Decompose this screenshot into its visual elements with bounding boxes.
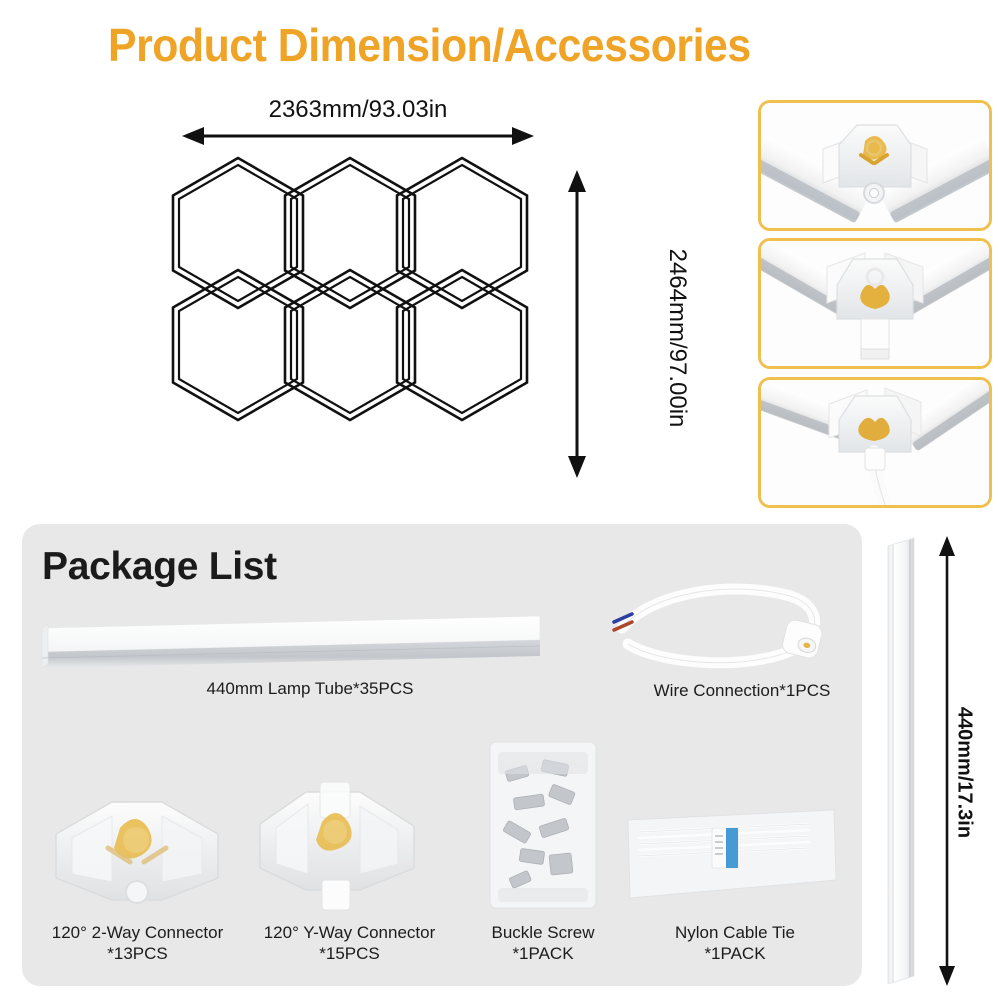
width-dimension-label: 2363mm/93.03in (268, 96, 448, 123)
hex-top-2 (283, 156, 417, 310)
hexagon-layout-diagram (165, 150, 535, 500)
nylon-cable-tie-image (627, 809, 837, 899)
wire-connection-caption: Wire Connection*1PCS (653, 681, 831, 700)
lamp-tube-caption: 440mm Lamp Tube*35PCS (206, 679, 414, 698)
hex-bottom-3 (395, 268, 529, 422)
connector-yway-wire-photo (758, 377, 992, 508)
package-list-panel (22, 524, 862, 986)
connector-yway-caption: 120° Y-Way Connector *15PCS (263, 923, 436, 964)
page-title: Product Dimension/Accessories (108, 19, 751, 71)
buckle-screw-caption: Buckle Screw *1PACK (491, 923, 595, 964)
connector-yway-photo (758, 238, 992, 369)
hex-top-1 (171, 156, 305, 310)
connector-2way-photo (758, 100, 992, 231)
hex-top-3 (395, 156, 529, 310)
buckle-screw-image (489, 741, 597, 909)
connector-yway-image (259, 781, 415, 911)
height-dimension-label: 2464mm/97.00in (664, 248, 691, 428)
hex-bottom-2 (283, 268, 417, 422)
height-dimension-arrow (568, 170, 586, 478)
vertical-lamp-tube-image (887, 537, 915, 985)
tube-length-arrow (939, 536, 955, 986)
nylon-cable-tie-caption: Nylon Cable Tie *1PACK (674, 923, 795, 964)
connector-2way-image (55, 801, 219, 904)
package-list-title: Package List (42, 545, 277, 588)
lamp-tube-image (41, 615, 541, 669)
wire-connection-image (612, 583, 823, 669)
connector-2way-caption: 120° 2-Way Connector *13PCS (51, 923, 224, 964)
hex-bottom-1 (171, 268, 305, 422)
width-dimension-arrow (182, 127, 534, 145)
